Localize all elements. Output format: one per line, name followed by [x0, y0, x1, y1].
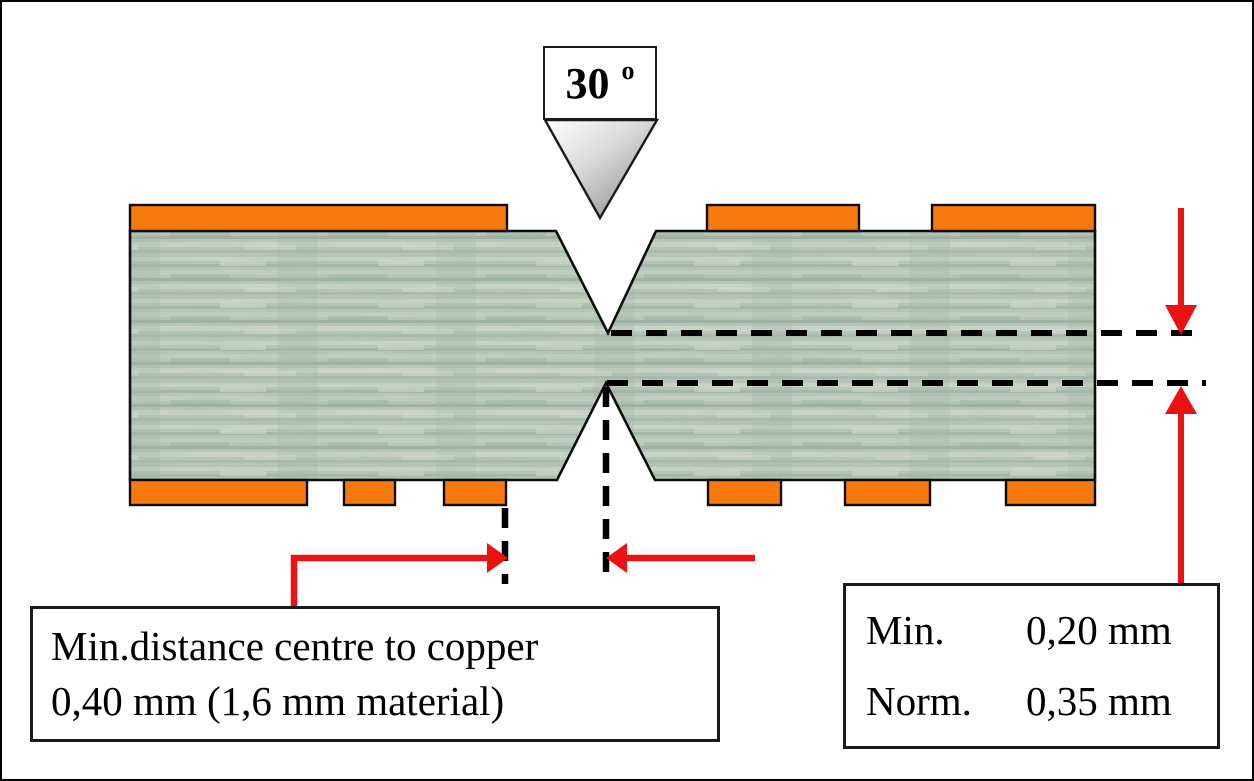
spec-label: Min. [866, 606, 945, 653]
blade-angle-value: 30 [565, 58, 610, 108]
web-thickness-arrows [1165, 208, 1197, 585]
spec-value: 0,20 mm [1026, 606, 1172, 653]
spec-label: Norm. [866, 677, 972, 724]
copper-pad [128, 203, 509, 233]
arrow-left-icon [606, 543, 627, 573]
copper-pad [442, 478, 508, 507]
arrow-up-icon [1165, 386, 1197, 414]
web-thickness-spec-box: Min. 0,20 mm Norm. 0,35 mm [843, 583, 1220, 749]
note-line-1: Min.distance centre to copper [51, 623, 539, 669]
degree-symbol: o [621, 56, 635, 85]
spec-row-min: Min. 0,20 mm [866, 606, 1217, 654]
copper-pad [930, 203, 1097, 233]
arrow-down-icon [1165, 305, 1197, 335]
copper-pad [128, 478, 309, 507]
copper-pad [843, 478, 932, 507]
pcb-substrate [128, 229, 1097, 482]
copper-pad [1004, 478, 1097, 507]
centre-to-copper-arrows [290, 543, 755, 608]
copper-pads-top [128, 203, 1097, 233]
arrow-elbow-shaft [290, 554, 489, 608]
copper-pad [705, 203, 861, 233]
copper-pads-bottom [128, 478, 1097, 507]
blade-angle-label-box: 30 o [543, 46, 657, 120]
copper-pad [706, 478, 783, 507]
v-score-blade-icon [542, 118, 660, 221]
arrow-right-icon [487, 543, 508, 573]
note-line-2: 0,40 mm (1,6 mm material) [51, 677, 505, 724]
spec-row-norm: Norm. 0,35 mm [866, 677, 1217, 725]
spec-value: 0,35 mm [1026, 677, 1172, 724]
min-distance-note-box: Min.distance centre to copper 0,40 mm (1… [30, 606, 720, 742]
copper-pad [342, 478, 397, 507]
